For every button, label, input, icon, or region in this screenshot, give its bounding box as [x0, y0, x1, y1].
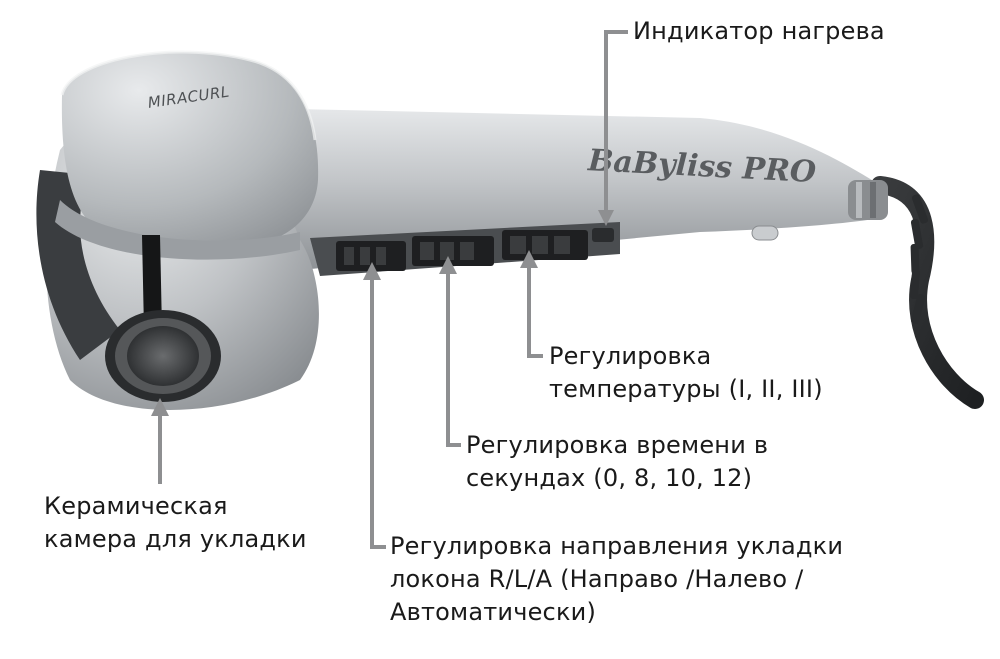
- power-cable: [871, 176, 984, 409]
- label-line: температуры (I, II, III): [549, 375, 823, 403]
- label-line: Керамическая: [44, 492, 228, 520]
- label-line: Регулировка направления укладки: [390, 532, 844, 560]
- label-line: Автоматически): [390, 598, 597, 626]
- label-time-control: Регулировка времени в секундах (0, 8, 10…: [466, 429, 768, 495]
- cable-strain-relief: [909, 194, 929, 324]
- arrow-chamber: [151, 398, 169, 416]
- leader-time: [446, 268, 461, 447]
- arrow-heat-indicator: [598, 210, 614, 226]
- leader-lines: [158, 30, 628, 549]
- heat-indicator-light: [592, 228, 614, 242]
- label-line: локона R/L/A (Направо /Налево /: [390, 565, 804, 593]
- label-line: камера для укладки: [44, 525, 307, 553]
- label-line: Регулировка: [549, 342, 712, 370]
- label-line: Индикатор нагрева: [633, 17, 885, 45]
- hair-entry-slot: [142, 235, 162, 330]
- arrow-time: [439, 256, 457, 274]
- ceramic-chamber-mesh: [127, 326, 199, 386]
- leader-heat-indicator: [604, 30, 628, 214]
- direction-switch: [336, 241, 406, 271]
- label-line: Регулировка времени в: [466, 431, 769, 459]
- leader-temperature: [527, 262, 543, 358]
- leader-direction: [370, 274, 386, 549]
- label-direction-control: Регулировка направления укладки локона R…: [390, 530, 843, 629]
- power-button: [751, 225, 779, 241]
- hood: [61, 52, 319, 245]
- label-line: секундах (0, 8, 10, 12): [466, 464, 753, 492]
- temperature-switch: [502, 230, 588, 260]
- label-ceramic-chamber: Керамическая камера для укладки: [44, 490, 307, 556]
- handle-collar: [848, 180, 888, 220]
- leader-arrowheads: [151, 210, 614, 416]
- arrow-direction: [363, 262, 381, 280]
- label-heat-indicator: Индикатор нагрева: [633, 15, 885, 48]
- label-temperature-control: Регулировка температуры (I, II, III): [549, 340, 823, 406]
- arrow-temperature: [520, 250, 538, 268]
- time-switch: [412, 236, 494, 266]
- handle-body: [250, 108, 880, 271]
